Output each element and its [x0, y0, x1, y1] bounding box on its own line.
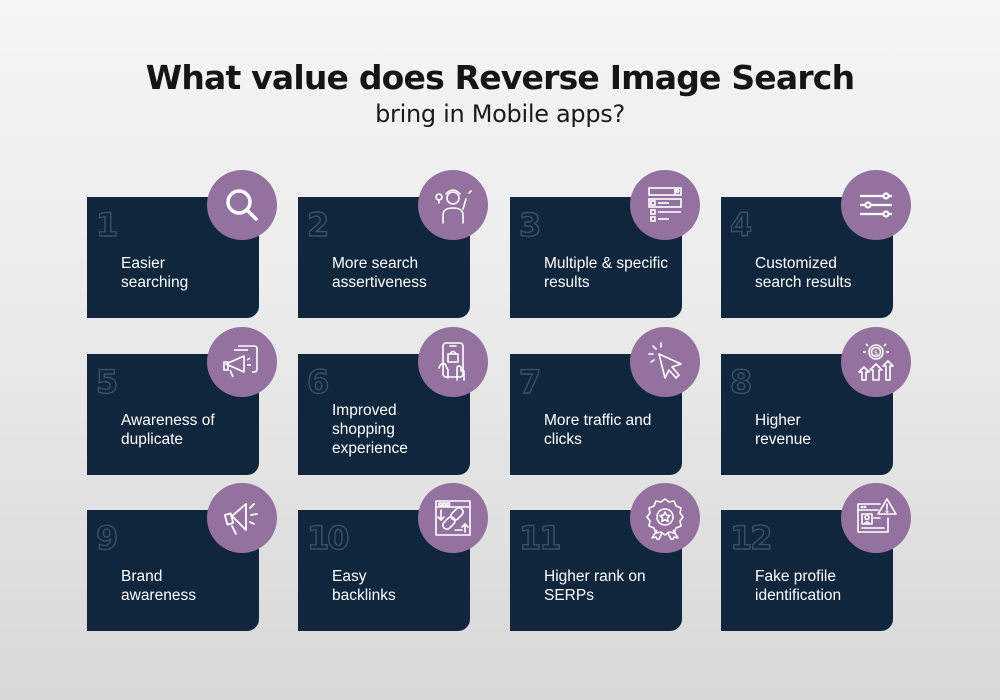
card-number: 3: [518, 205, 542, 244]
page-subtitle: bring in Mobile apps?: [375, 100, 625, 128]
card-label: Multiple & specific results: [544, 254, 669, 291]
sliders-icon: [841, 170, 911, 240]
card-label: More traffic and clicks: [544, 411, 652, 448]
card-label: Improved shopping experience: [332, 402, 408, 457]
idea-person-icon: [418, 170, 488, 240]
card-number: 2: [306, 205, 330, 244]
link-chain-icon: [418, 483, 488, 553]
card-label: Higher rank on SERPs: [544, 567, 646, 604]
megaphone-icon: [207, 483, 277, 553]
card-number: 11: [518, 518, 562, 557]
search-results-list-icon: [630, 170, 700, 240]
card-label: Fake profile identification: [755, 567, 842, 604]
profile-warning-icon: [841, 483, 911, 553]
card-number: 9: [95, 518, 119, 557]
card-label: Customized search results: [755, 254, 852, 291]
card-higher-rank: 11 Higher rank on SERPs: [510, 510, 682, 631]
cursor-click-icon: [630, 327, 700, 397]
svg-text:$: $: [874, 349, 878, 357]
card-number: 4: [729, 205, 753, 244]
card-customized-results: 4 Customized search results: [721, 197, 893, 318]
card-label: Awareness of duplicate: [121, 411, 215, 448]
card-number: 8: [729, 362, 753, 401]
card-label: Easy backlinks: [332, 567, 396, 604]
revenue-growth-icon: $: [841, 327, 911, 397]
mobile-shopping-icon: [418, 327, 488, 397]
megaphone-copy-icon: [207, 327, 277, 397]
card-number: 10: [306, 518, 350, 557]
award-badge-icon: [630, 483, 700, 553]
page-title: What value does Reverse Image Search: [145, 58, 855, 97]
card-label: Easier searching: [121, 254, 189, 291]
card-number: 12: [729, 518, 773, 557]
card-label: Higher revenue: [755, 411, 812, 448]
search-icon: [207, 170, 277, 240]
card-label: More search assertiveness: [332, 254, 427, 291]
card-number: 6: [306, 362, 330, 401]
card-number: 7: [518, 362, 542, 401]
card-label: Brand awareness: [121, 567, 196, 604]
card-number: 1: [95, 205, 119, 244]
card-fake-profile: 12 Fake profile identification: [721, 510, 893, 631]
card-number: 5: [95, 362, 119, 401]
